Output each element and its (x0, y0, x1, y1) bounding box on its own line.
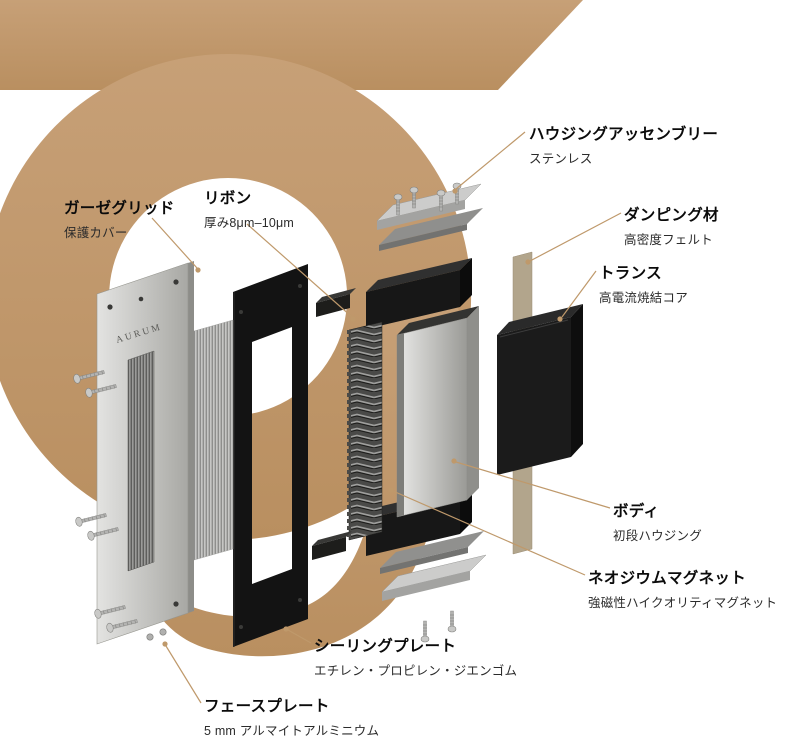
screw-head-icon (159, 628, 167, 636)
sealing-plate (233, 264, 308, 647)
callout-ribbon: リボン 厚み8μm–10μm (204, 186, 294, 231)
callout-housing-assembly-subtitle: ステンレス (529, 152, 593, 166)
callout-housing-assembly: ハウジングアッセンブリー ステンレス (529, 122, 718, 167)
callout-faceplate-subtitle: 5 mm アルマイトアルミニウム (204, 724, 380, 738)
callout-body-subtitle: 初段ハウジング (613, 529, 702, 543)
callout-gauze-grid-title: ガーゼグリッド (64, 200, 175, 217)
callout-transformer-title: トランス (599, 265, 662, 282)
clamp-clip-top (316, 288, 356, 317)
callout-ribbon-title: リボン (204, 190, 252, 207)
leader-lines (151, 131, 622, 704)
callout-housing-assembly-title: ハウジングアッセンブリー (529, 126, 719, 143)
callout-sealing-plate: シーリングプレート エチレン・プロピレン・ジエンゴム (314, 634, 517, 679)
callout-gauze-grid: ガーゼグリッド 保護カバー (64, 196, 175, 241)
ribbon-diaphragm (347, 321, 383, 541)
clamp-clip-bottom (312, 531, 352, 560)
callout-faceplate-title: フェースプレート (204, 698, 330, 715)
callout-neodymium-magnet-title: ネオジウムマグネット (588, 570, 747, 587)
callout-ribbon-subtitle: 厚み8μm–10μm (204, 216, 295, 230)
callout-sealing-plate-subtitle: エチレン・プロピレン・ジエンゴム (314, 664, 518, 678)
faceplate-slot (127, 350, 155, 572)
callout-damping-material: ダンピング材 高密度フェルト (624, 203, 719, 248)
callout-sealing-plate-title: シーリングプレート (314, 638, 457, 655)
transformer-block (497, 304, 583, 475)
callout-neodymium-magnet: ネオジウムマグネット 強磁性ハイクオリティマグネット (588, 566, 777, 611)
callout-transformer: トランス 高電流焼結コア (599, 261, 688, 306)
housing-bottom-plate (380, 531, 487, 643)
body-block (396, 306, 479, 518)
screw-head-icon (146, 633, 154, 641)
callout-body: ボディ 初段ハウジング (613, 499, 702, 544)
callout-neodymium-magnet-subtitle: 強磁性ハイクオリティマグネット (588, 596, 778, 610)
housing-top-plate (376, 182, 483, 251)
faceplate-panel: AURUM (72, 261, 194, 645)
leader-dots (162, 188, 563, 647)
callout-gauze-grid-subtitle: 保護カバー (64, 226, 128, 240)
callout-faceplate: フェースプレート 5 mm アルマイトアルミニウム (204, 694, 379, 739)
screw-icon (447, 610, 457, 633)
magnet-bar-top (366, 258, 472, 329)
callout-transformer-subtitle: 高電流焼結コア (599, 291, 688, 305)
callout-damping-material-title: ダンピング材 (624, 207, 719, 224)
background-numeral-graphic (0, 0, 583, 657)
callout-damping-material-subtitle: 高密度フェルト (624, 233, 713, 247)
callout-body-title: ボディ (613, 503, 660, 520)
